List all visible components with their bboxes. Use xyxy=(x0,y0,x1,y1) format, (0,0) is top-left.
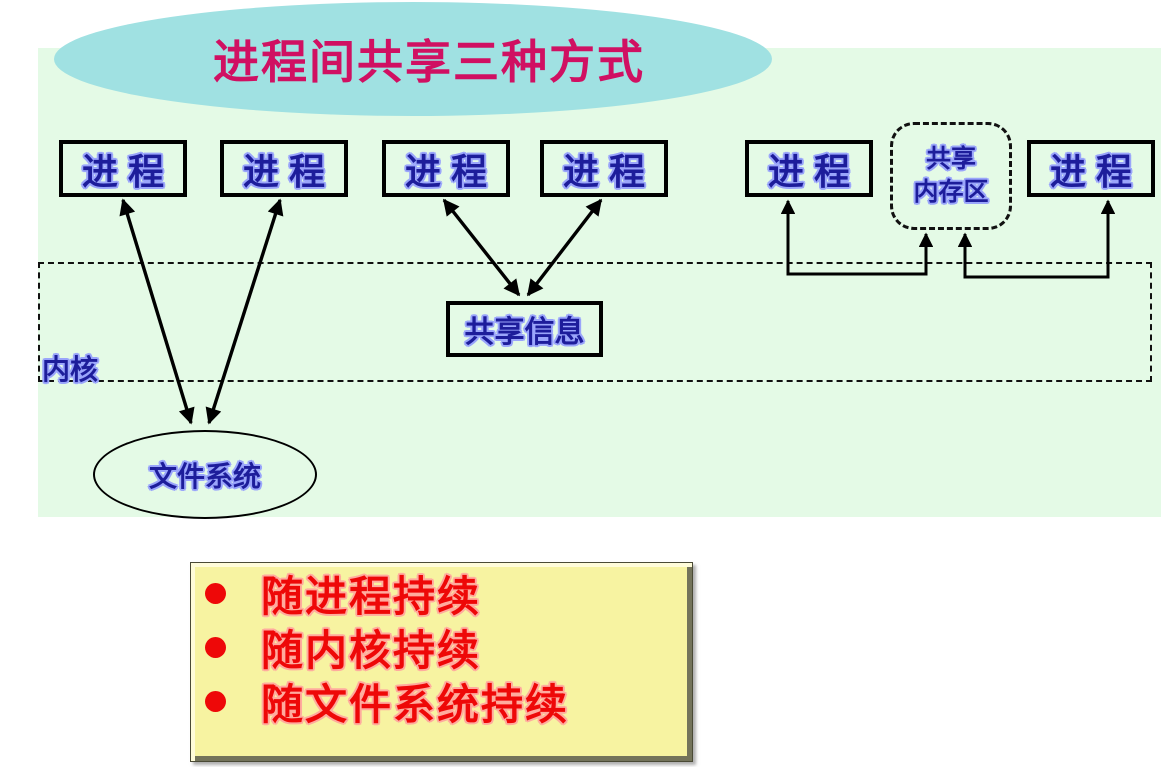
process-label: 进程 xyxy=(404,150,497,192)
process-label: 进程 xyxy=(1049,150,1142,192)
kernel-label: 内核 xyxy=(42,354,99,385)
legend-label: 随内核持续 xyxy=(261,626,482,674)
title-ellipse: 进程间共享三种方式 xyxy=(54,2,772,116)
process-box-2: 进程 xyxy=(220,140,348,197)
process-box-3: 进程 xyxy=(382,140,510,197)
file-system-label: 文件系统 xyxy=(148,460,261,492)
process-label: 进程 xyxy=(242,150,335,192)
shared-info-label: 共享信息 xyxy=(464,316,585,349)
file-system-ellipse: 文件系统 xyxy=(93,430,317,519)
legend-label: 随进程持续 xyxy=(261,572,482,620)
process-box-1: 进程 xyxy=(59,140,187,197)
shared-memory-box: 共享 内存区 xyxy=(890,122,1012,230)
process-label: 进程 xyxy=(81,150,174,192)
bullet-icon xyxy=(205,690,226,712)
process-label: 进程 xyxy=(767,150,860,192)
bullet-icon xyxy=(205,582,226,604)
slide-title: 进程间共享三种方式 xyxy=(213,36,645,88)
process-box-4: 进程 xyxy=(540,140,668,197)
process-box-6: 进程 xyxy=(1027,140,1155,197)
bullet-icon xyxy=(205,636,226,658)
shared-info-box: 共享信息 xyxy=(446,301,603,357)
legend-panel: 随进程持续 随内核持续 随文件系统持续 xyxy=(190,562,693,762)
legend-item-2: 随内核持续 xyxy=(205,625,692,674)
legend-item-1: 随进程持续 xyxy=(205,571,692,620)
legend-label: 随文件系统持续 xyxy=(261,680,570,728)
legend-item-3: 随文件系统持续 xyxy=(205,679,692,728)
shared-memory-label-line1: 共享 xyxy=(925,145,976,173)
shared-memory-label-line2: 内存区 xyxy=(913,178,989,206)
process-label: 进程 xyxy=(562,150,655,192)
process-box-5: 进程 xyxy=(745,140,873,197)
